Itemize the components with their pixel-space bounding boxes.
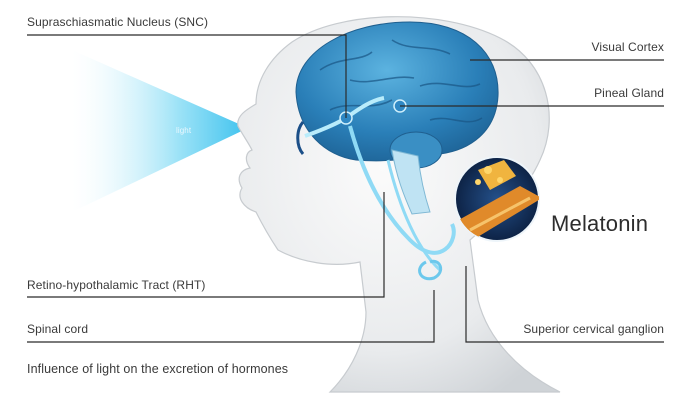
label-visual-cortex: Visual Cortex (592, 40, 664, 54)
label-rht: Retino-hypothalamic Tract (RHT) (27, 278, 205, 292)
label-scn: Supraschiasmatic Nucleus (SNC) (27, 15, 208, 29)
label-melatonin: Melatonin (551, 211, 648, 237)
label-spinal-cord: Spinal cord (27, 322, 88, 336)
label-superior-cervical-ganglion: Superior cervical ganglion (523, 322, 664, 336)
caption: Influence of light on the excretion of h… (27, 362, 288, 376)
label-light: light (176, 126, 191, 135)
light-beam (72, 50, 248, 212)
label-pineal-gland: Pineal Gland (594, 86, 664, 100)
